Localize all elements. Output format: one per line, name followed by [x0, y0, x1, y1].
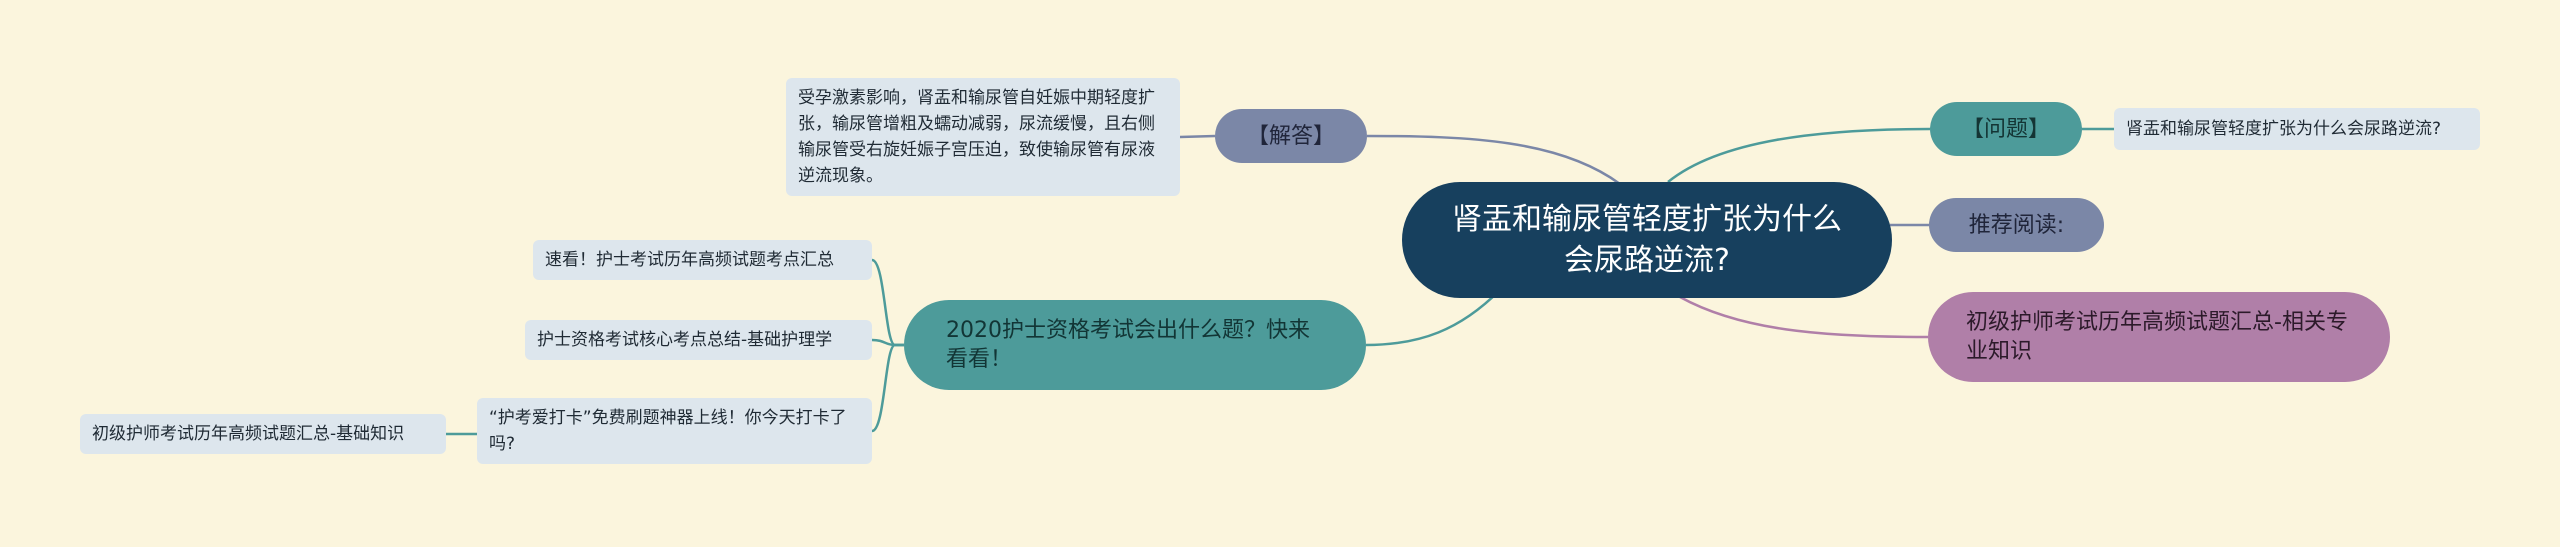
link-exam-leaf1 — [871, 258, 904, 347]
answer-label: 【解答】 — [1246, 123, 1335, 149]
link-center-exam — [1365, 289, 1501, 347]
central-topic-label: 肾盂和输尿管轻度扩张为什么会尿路逆流? — [1452, 202, 1842, 278]
exam-question-label: 2020护士资格考试会出什么题？快来看看！ — [946, 318, 1310, 372]
recommend-reading-label: 推荐阅读: — [1968, 212, 2065, 238]
exam-link-item[interactable]: 初级护师考试历年高频试题汇总-基础知识 — [80, 414, 446, 454]
question-label: 【问题】 — [1961, 116, 2050, 142]
related-knowledge-label: 初级护师考试历年高频试题汇总-相关专业知识 — [1966, 310, 2348, 364]
question-node[interactable]: 【问题】 — [1930, 102, 2082, 156]
question-detail-text: 肾盂和输尿管轻度扩张为什么会尿路逆流? — [2126, 119, 2442, 139]
exam-link-label: 护士资格考试核心考点总结-基础护理学 — [537, 330, 833, 350]
exam-link-item[interactable]: 速看！护士考试历年高频试题考点汇总 — [533, 240, 872, 280]
link-exam-leaf3 — [871, 343, 904, 433]
exam-link-item[interactable]: 护士资格考试核心考点总结-基础护理学 — [525, 320, 872, 360]
exam-link-label: “护考爱打卡”免费刷题神器上线！你今天打卡了吗? — [489, 408, 847, 454]
recommend-reading-node[interactable]: 推荐阅读: — [1929, 198, 2104, 252]
exam-question-node[interactable]: 2020护士资格考试会出什么题？快来看看！ — [904, 300, 1366, 390]
exam-link-label: 速看！护士考试历年高频试题考点汇总 — [545, 250, 834, 270]
exam-link-item[interactable]: “护考爱打卡”免费刷题神器上线！你今天打卡了吗? — [477, 398, 872, 464]
answer-detail-text: 受孕激素影响，肾盂和输尿管自妊娠中期轻度扩张，输尿管增粗及蠕动减弱，尿流缓慢，且… — [798, 88, 1155, 186]
answer-node[interactable]: 【解答】 — [1215, 109, 1367, 163]
link-center-related — [1679, 295, 1929, 339]
answer-detail-box[interactable]: 受孕激素影响，肾盂和输尿管自妊娠中期轻度扩张，输尿管增粗及蠕动减弱，尿流缓慢，且… — [786, 78, 1180, 196]
question-detail-box[interactable]: 肾盂和输尿管轻度扩张为什么会尿路逆流? — [2114, 108, 2480, 150]
link-answer-text — [1179, 134, 1216, 139]
exam-link-label: 初级护师考试历年高频试题汇总-基础知识 — [92, 424, 405, 444]
link-center-answer — [1366, 134, 1621, 186]
link-center-question — [1667, 127, 1931, 183]
related-knowledge-link[interactable]: 初级护师考试历年高频试题汇总-相关专业知识 — [1928, 292, 2390, 382]
central-topic[interactable]: 肾盂和输尿管轻度扩张为什么会尿路逆流? — [1402, 182, 1892, 298]
